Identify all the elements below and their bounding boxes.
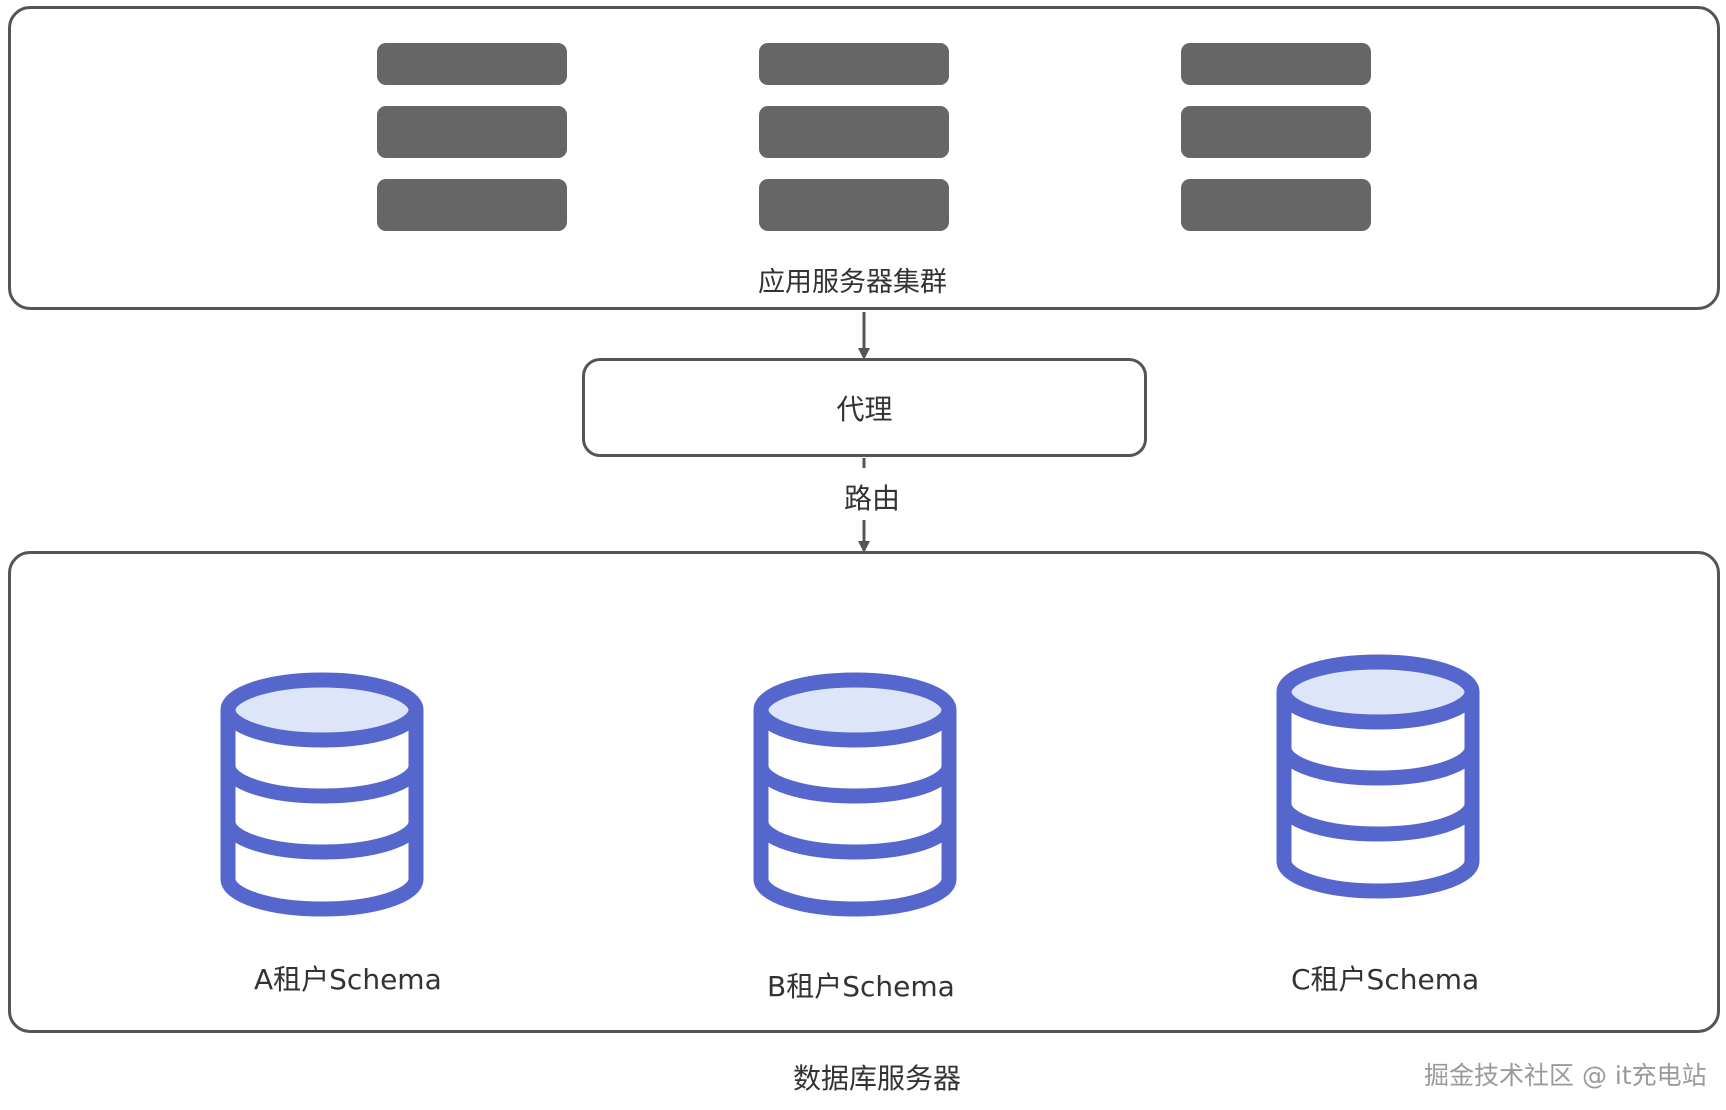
server-rack-bar — [377, 179, 567, 231]
database-icon — [220, 672, 424, 917]
server-rack-bar — [759, 43, 949, 85]
server-rack-bar — [1181, 43, 1371, 85]
server-rack-bar — [759, 106, 949, 158]
tenant-a-schema-label: A租户Schema — [254, 963, 442, 996]
server-rack-bar — [1181, 106, 1371, 158]
server-rack-bar — [377, 43, 567, 85]
route-label: 路由 — [842, 477, 903, 517]
server-rack-bar — [377, 106, 567, 158]
proxy-box: 代理 — [582, 358, 1147, 457]
app-cluster-title: 应用服务器集群 — [758, 267, 947, 298]
watermark: 掘金技术社区 @ it充电站 — [1424, 1061, 1707, 1090]
tenant-c-schema-label: C租户Schema — [1291, 963, 1480, 996]
database-server-title: 数据库服务器 — [793, 1062, 962, 1095]
server-rack-bar — [759, 179, 949, 231]
tenant-b-schema-label: B租户Schema — [767, 970, 955, 1003]
proxy-label: 代理 — [836, 392, 893, 426]
server-rack-bar — [1181, 179, 1371, 231]
database-icon — [753, 672, 957, 917]
database-icon — [1276, 654, 1480, 899]
